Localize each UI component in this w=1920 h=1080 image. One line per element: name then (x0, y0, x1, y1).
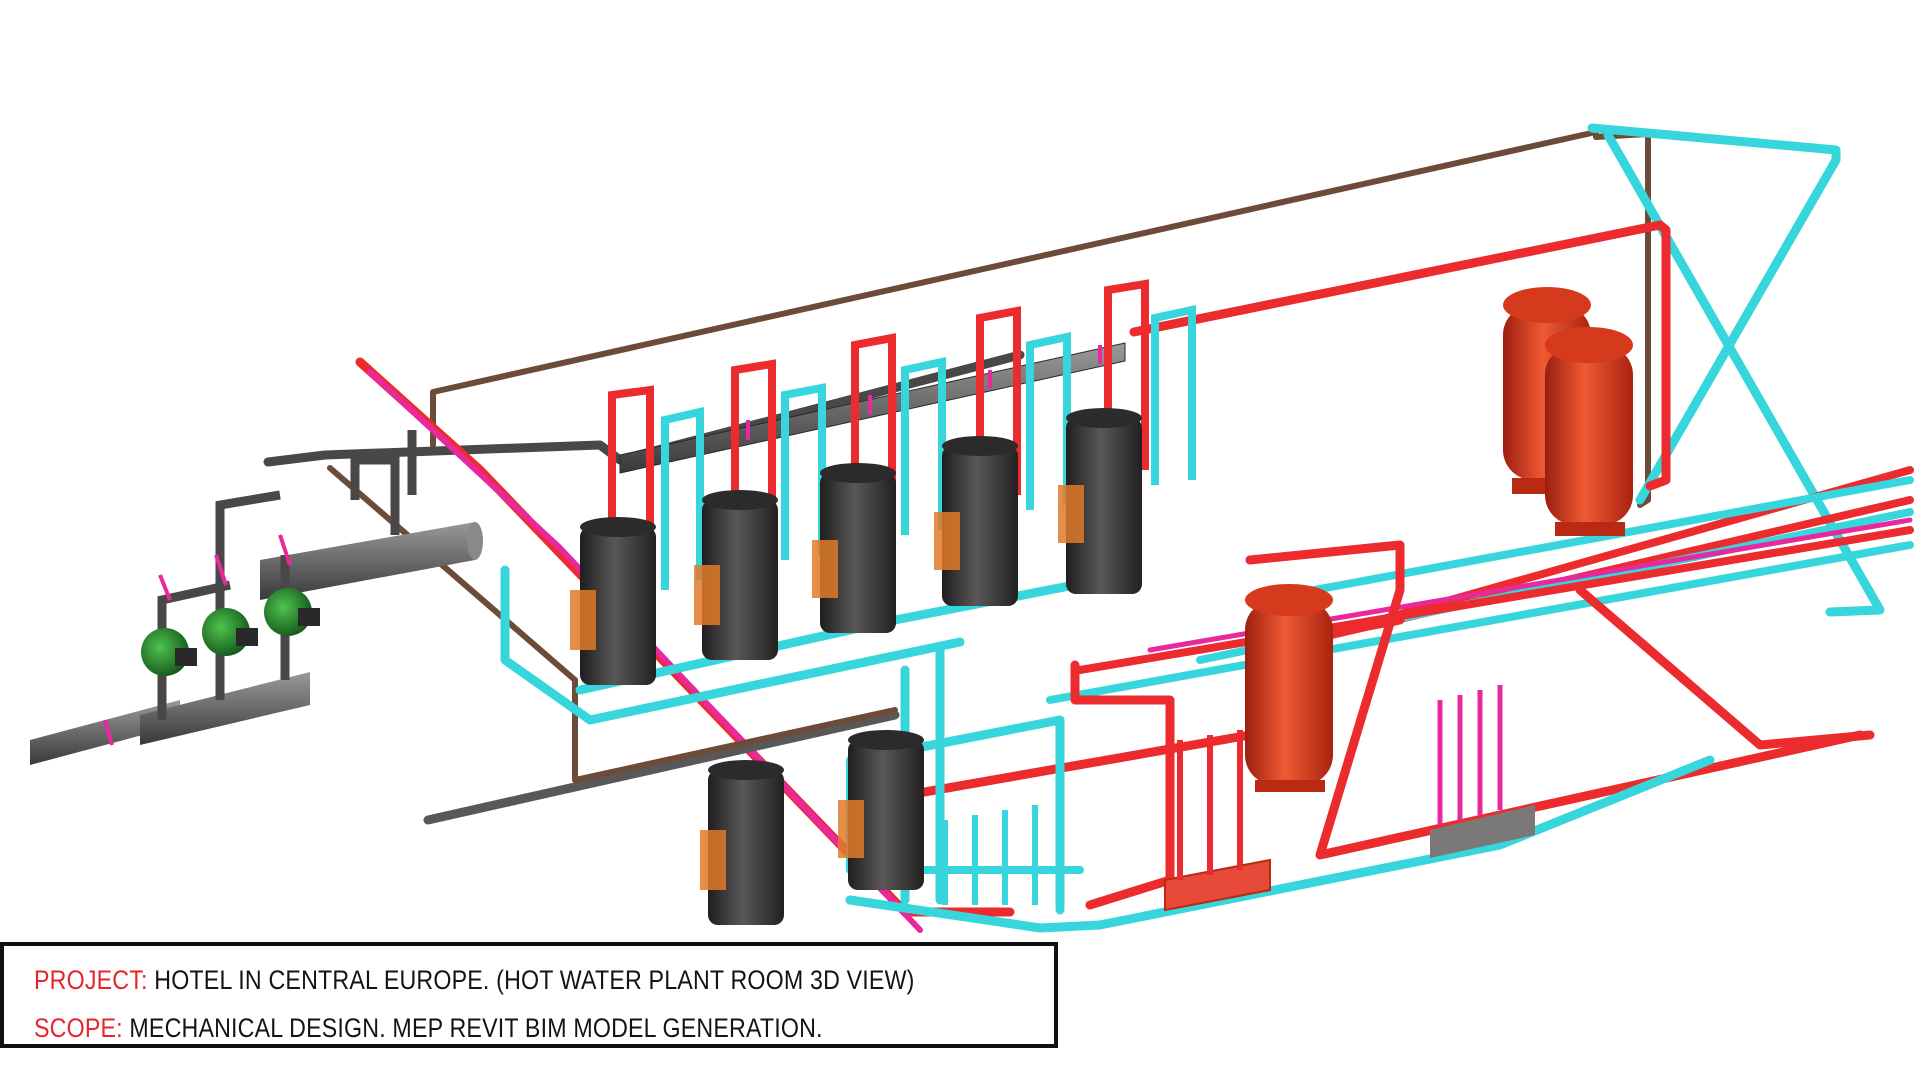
project-line: PROJECT: HOTEL IN CENTRAL EUROPE. (HOT W… (34, 956, 915, 1004)
boiler-row-upper (570, 279, 1196, 685)
boiler-header (619, 342, 1126, 474)
project-caption-box: PROJECT: HOTEL IN CENTRAL EUROPE. (HOT W… (0, 942, 1058, 1048)
boiler-unit (934, 306, 1071, 606)
boiler-unit (838, 730, 924, 890)
pump-station (30, 430, 483, 765)
right-run-cyan-1 (1256, 476, 1914, 604)
grey-lower-pipe (423, 710, 900, 825)
cyan-bottom-run (845, 755, 1715, 933)
brown-return-line (430, 129, 1651, 508)
scope-line: SCOPE: MECHANICAL DESIGN. MEP REVIT BIM … (34, 1004, 911, 1052)
cyan-diagonal-right (1603, 130, 1885, 617)
manifold (942, 685, 1535, 912)
red-far-right (1575, 585, 1875, 750)
expansion-vessels (1245, 287, 1633, 792)
project-label: PROJECT: (34, 965, 148, 995)
expansion-vessel (1245, 584, 1333, 792)
right-run-cyan-3 (1046, 541, 1914, 704)
red-lower-loop (1070, 660, 1175, 910)
boiler-unit (694, 359, 826, 660)
circulation-pump (141, 628, 197, 676)
brown-lower-pipe (327, 465, 898, 783)
boiler-unit (700, 760, 784, 925)
scope-value: MECHANICAL DESIGN. MEP REVIT BIM MODEL G… (129, 1013, 823, 1043)
cyan-top-line (1587, 123, 1841, 505)
expansion-vessel (1545, 327, 1633, 536)
right-run-red-3 (1076, 526, 1914, 674)
circulation-pump (264, 588, 320, 636)
red-top-line (1129, 220, 1671, 491)
project-value: HOTEL IN CENTRAL EUROPE. (HOT WATER PLAN… (154, 965, 915, 995)
cyan-lower-run (500, 565, 965, 725)
main-pipe-network (263, 123, 1914, 933)
circulation-pump (202, 608, 258, 656)
boiler-row-lower (700, 730, 924, 925)
scope-label: SCOPE: (34, 1013, 123, 1043)
boiler-unit (570, 385, 704, 685)
boiler-unit (812, 333, 946, 633)
magenta-diagonal-pipe (367, 369, 923, 933)
boiler-unit (1058, 279, 1196, 594)
